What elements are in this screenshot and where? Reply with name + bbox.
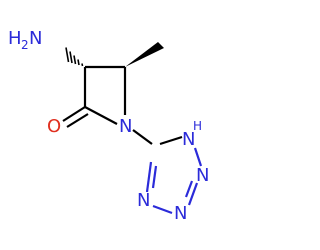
bond-n2-n3 <box>187 182 199 206</box>
bond-c2-o-inner <box>66 113 89 128</box>
molecule-drawing: H 2 N O N H N N N N N <box>8 28 209 224</box>
amino-sub-label: 2 <box>21 38 29 52</box>
nh-hydrogen-label: H <box>193 119 202 133</box>
oxygen-label: O <box>47 116 61 137</box>
tetrazole-n3-label: N <box>174 203 187 224</box>
lactam-nitrogen-label: N <box>119 116 132 137</box>
bond-n2-n3-inner <box>184 180 194 198</box>
structure-diagram: H 2 N O N H N N N N N <box>8 28 209 224</box>
tetrazole-n2-label: N <box>196 165 209 186</box>
bond-n4-c5-inner <box>151 165 158 189</box>
bond-c2-o-outer <box>62 106 86 122</box>
bond-c5-n1h <box>159 135 183 146</box>
amino-n-label: N <box>29 28 42 49</box>
bond-c2-n1 <box>84 106 118 125</box>
methyl-wedge <box>125 42 164 67</box>
bond-n1-c5 <box>132 129 153 145</box>
tetrazole-n4-label: N <box>137 190 150 211</box>
amino-h-label: H <box>8 28 22 49</box>
amino-hash-wedge <box>65 47 84 67</box>
bond-n4-c5 <box>145 161 153 193</box>
bond-n1h-n2 <box>193 147 203 167</box>
bond-n3-n4 <box>152 204 173 215</box>
nh-nitrogen-label: N <box>182 129 195 150</box>
